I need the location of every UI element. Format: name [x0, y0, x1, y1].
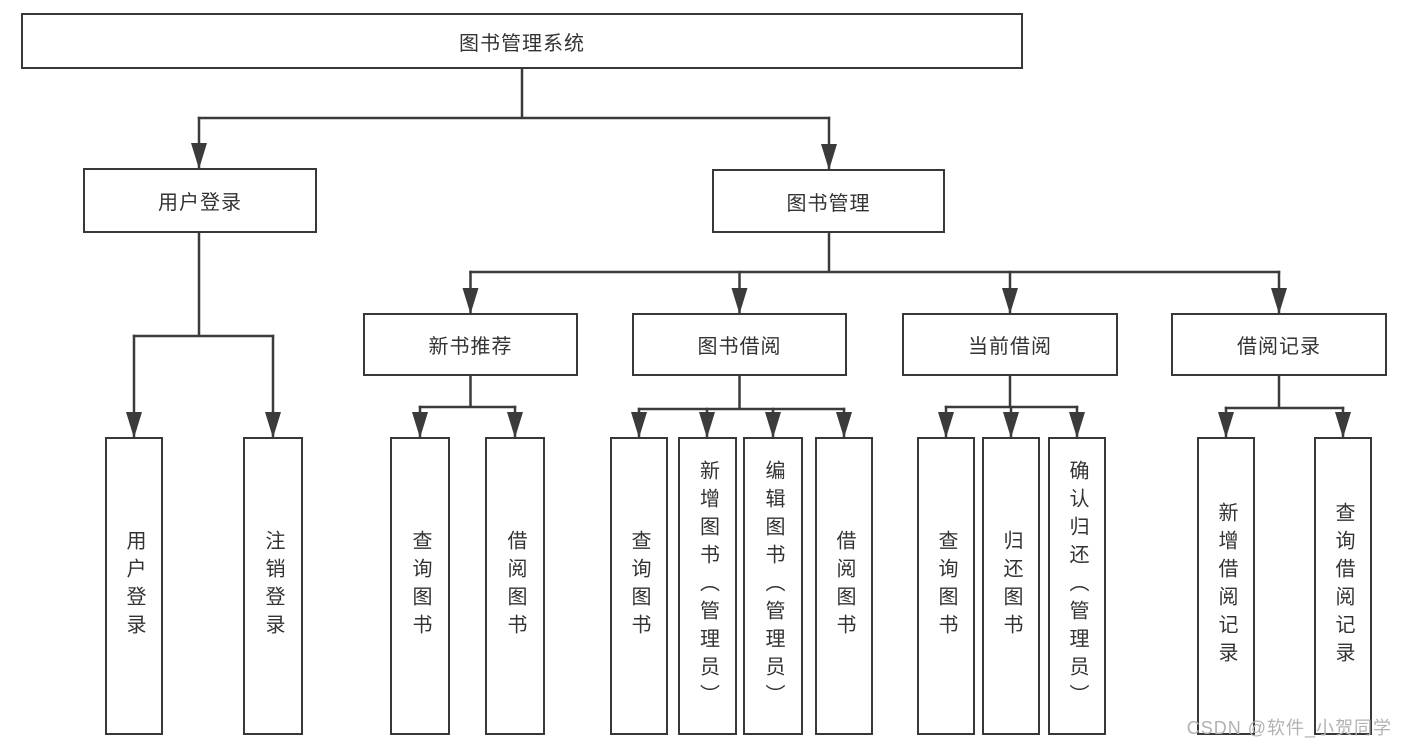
- leaf-logout: 注销登录: [243, 437, 303, 735]
- node-label: 图书管理系统: [459, 32, 585, 55]
- node-borrowing-records: 借阅记录: [1171, 313, 1387, 376]
- leaf-label: 查询图书: [935, 530, 957, 642]
- leaf-label: 归还图书: [1000, 530, 1022, 642]
- leaf-label: 新增图书（管理员）: [696, 460, 719, 712]
- leaf-query-books: 查询图书: [610, 437, 668, 735]
- node-user-login: 用户登录: [83, 168, 317, 233]
- leaf-query-books: 查询图书: [917, 437, 975, 735]
- node-label: 新书推荐: [428, 336, 513, 358]
- leaf-label: 编辑图书（管理员）: [762, 460, 784, 712]
- node-book-borrowing: 图书借阅: [632, 313, 847, 376]
- csdn-watermark: CSDN @软件_小贺同学: [1186, 718, 1392, 738]
- node-label: 图书管理: [786, 192, 871, 215]
- node-library-management-system: 图书管理系统: [21, 13, 1023, 69]
- node-new-book-recommendation: 新书推荐: [363, 313, 578, 376]
- leaf-borrow-books: 借阅图书: [485, 437, 545, 735]
- leaf-label: 注销登录: [262, 530, 284, 642]
- node-label: 当前借阅: [968, 336, 1052, 358]
- node-book-management: 图书管理: [712, 169, 945, 233]
- leaf-user-login: 用户登录: [105, 437, 163, 735]
- leaf-label: 查询图书: [628, 530, 650, 642]
- leaf-label: 查询图书: [409, 530, 431, 642]
- leaf-query-borrow-record: 查询借阅记录: [1314, 437, 1372, 735]
- leaf-add-books-admin: 新增图书（管理员）: [678, 437, 737, 735]
- node-label: 图书借阅: [697, 336, 782, 358]
- leaf-add-borrow-record: 新增借阅记录: [1197, 437, 1255, 735]
- leaf-query-books: 查询图书: [390, 437, 450, 735]
- leaf-label: 查询借阅记录: [1332, 502, 1354, 670]
- leaf-label: 新增借阅记录: [1215, 502, 1237, 670]
- leaf-label: 用户登录: [123, 530, 145, 642]
- leaf-label: 借阅图书: [833, 530, 855, 642]
- node-current-borrowing: 当前借阅: [902, 313, 1118, 376]
- leaf-label: 借阅图书: [504, 530, 526, 642]
- leaf-confirm-return-admin: 确认归还（管理员）: [1048, 437, 1106, 735]
- node-label: 借阅记录: [1237, 336, 1321, 358]
- leaf-label: 确认归还（管理员）: [1066, 460, 1088, 712]
- leaf-return-books: 归还图书: [982, 437, 1040, 735]
- leaf-edit-books-admin: 编辑图书（管理员）: [743, 437, 803, 735]
- node-label: 用户登录: [158, 192, 242, 214]
- leaf-borrow-books: 借阅图书: [815, 437, 873, 735]
